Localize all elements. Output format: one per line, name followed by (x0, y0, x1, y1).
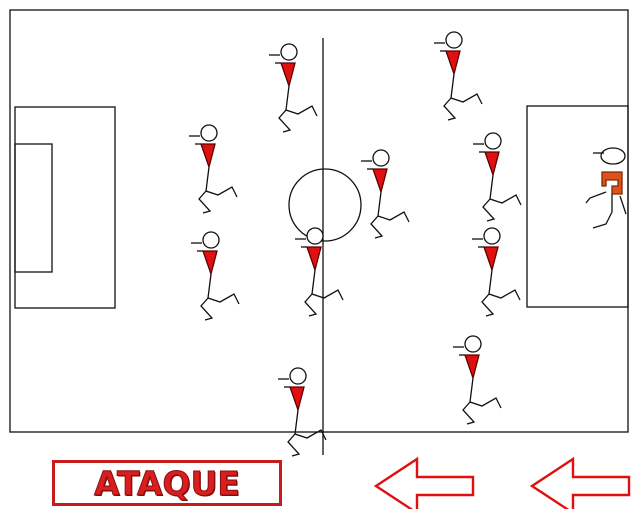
player-leg (295, 410, 326, 440)
attack-arrows (376, 459, 629, 509)
player (295, 228, 343, 316)
right-penalty-area (527, 106, 628, 307)
player-leg (305, 294, 316, 316)
goalkeeper-leg (593, 194, 612, 228)
player-leg (208, 274, 239, 304)
player-leg (451, 74, 482, 104)
player (189, 125, 237, 213)
player-head (446, 32, 462, 48)
goalkeeper (586, 148, 626, 228)
goalkeeper-shirt (602, 172, 622, 194)
player (453, 336, 501, 424)
player-shirt (446, 51, 460, 74)
player-leg (378, 192, 409, 222)
left-goal-area (15, 144, 52, 272)
player-head (281, 44, 297, 60)
player-shirt (485, 152, 499, 175)
player-shirt (307, 247, 321, 270)
player-shirt (281, 63, 295, 86)
player-shirt (201, 144, 215, 167)
players (189, 32, 521, 456)
player-head (307, 228, 323, 244)
player (473, 133, 521, 221)
player-leg (201, 298, 212, 320)
player-head (465, 336, 481, 352)
player-leg (444, 98, 455, 120)
goalkeeper-arm (586, 192, 606, 203)
player-shirt (465, 355, 479, 378)
player-leg (490, 175, 521, 205)
player-head (203, 232, 219, 248)
player-head (484, 228, 500, 244)
player (361, 150, 409, 238)
player (472, 228, 520, 316)
player-head (485, 133, 501, 149)
player-leg (199, 191, 210, 213)
player-leg (206, 167, 237, 197)
left-arrow-icon (532, 459, 629, 509)
player-leg (463, 402, 474, 424)
player-leg (482, 294, 493, 316)
player-leg (279, 110, 290, 132)
attack-label-box: ATAQUE (52, 460, 282, 506)
pitch-boundary (10, 10, 628, 432)
player-leg (312, 270, 343, 300)
player (269, 44, 317, 132)
player-head (290, 368, 306, 384)
player (434, 32, 482, 120)
player-shirt (373, 169, 387, 192)
player-head (373, 150, 389, 166)
player-shirt (203, 251, 217, 274)
center-circle (289, 169, 361, 241)
player-leg (470, 378, 501, 408)
goalkeeper-leg (620, 196, 626, 214)
left-penalty-area (15, 107, 115, 308)
player-leg (286, 86, 317, 116)
player-leg (483, 199, 494, 221)
player-leg (288, 434, 299, 456)
left-arrow-icon (376, 459, 473, 509)
goalkeeper-head (601, 148, 625, 164)
attack-label: ATAQUE (94, 464, 240, 503)
player-shirt (290, 387, 304, 410)
player-leg (489, 270, 520, 300)
player-shirt (484, 247, 498, 270)
player (191, 232, 239, 320)
player-head (201, 125, 217, 141)
player (278, 368, 326, 456)
player-leg (371, 216, 382, 238)
